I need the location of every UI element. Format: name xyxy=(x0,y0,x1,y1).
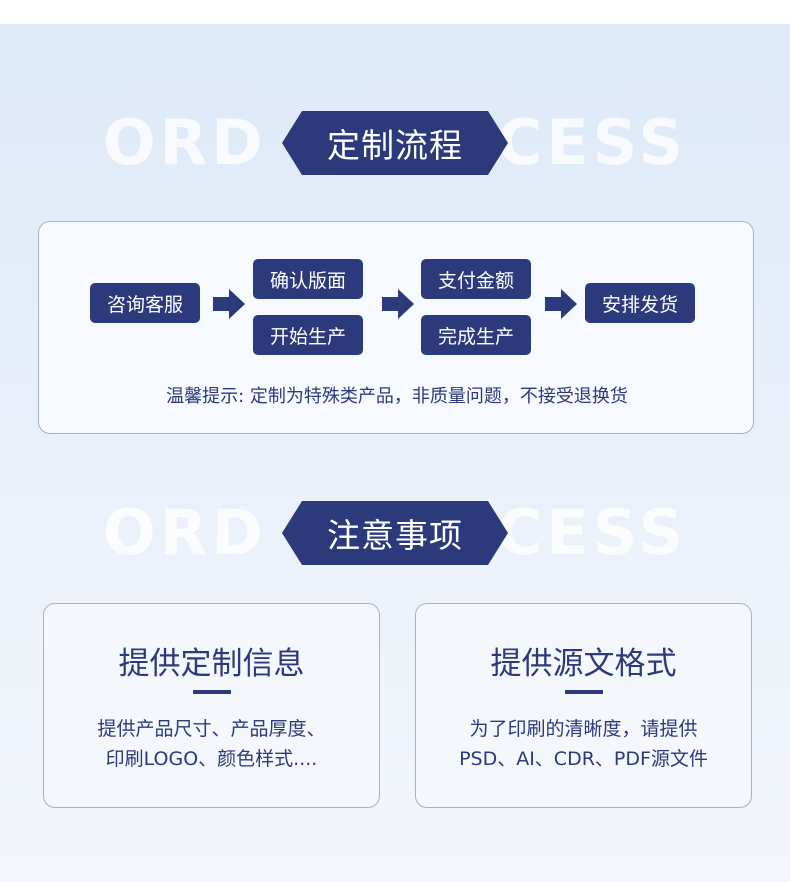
note-line: 印刷LOGO、颜色样式.... xyxy=(105,748,318,770)
notes-bg-word-right: CESS xyxy=(496,496,688,569)
note-line: 提供产品尺寸、产品厚度、 xyxy=(97,718,326,740)
right-arrow-icon xyxy=(382,289,414,319)
right-arrow-icon xyxy=(213,289,245,319)
step-ship: 安排发货 xyxy=(585,283,695,323)
right-arrow-icon xyxy=(545,289,577,319)
note-card-source-format: 提供源文格式 为了印刷的清晰度，请提供 PSD、AI、CDR、PDF源文件 xyxy=(415,603,752,808)
process-tip: 温馨提示: 定制为特殊类产品，非质量问题，不接受退换货 xyxy=(166,386,628,407)
step-finish-production: 完成生产 xyxy=(421,315,531,355)
step-confirm-layout: 确认版面 xyxy=(253,259,363,299)
note-line: 为了印刷的清晰度，请提供 xyxy=(469,718,698,740)
process-bg-word: ORD CESS xyxy=(0,108,790,178)
note-text: 为了印刷的清晰度，请提供 PSD、AI、CDR、PDF源文件 xyxy=(416,714,751,774)
note-title: 提供源文格式 xyxy=(490,646,677,682)
step-consult: 咨询客服 xyxy=(90,283,200,323)
step-start-production: 开始生产 xyxy=(253,315,363,355)
note-divider xyxy=(565,690,603,694)
note-divider xyxy=(193,690,231,694)
process-section-title: 定制流程 xyxy=(282,111,508,175)
step-pay: 支付金额 xyxy=(421,259,531,299)
notes-bg-word-left: ORD xyxy=(102,496,267,569)
process-card: 咨询客服 确认版面 开始生产 支付金额 完成生产 安排发货 温馨提示: 定制为特… xyxy=(38,221,754,434)
process-bg-word-left: ORD xyxy=(102,106,267,179)
notes-section-header: ORD CESS 注意事项 xyxy=(0,498,790,568)
process-section-header: ORD CESS 定制流程 xyxy=(0,108,790,178)
process-bg-word-right: CESS xyxy=(496,106,688,179)
note-card-custom-info: 提供定制信息 提供产品尺寸、产品厚度、 印刷LOGO、颜色样式.... xyxy=(43,603,380,808)
top-strip xyxy=(0,0,790,24)
note-text: 提供产品尺寸、产品厚度、 印刷LOGO、颜色样式.... xyxy=(44,714,379,774)
notes-section-title: 注意事项 xyxy=(282,501,508,565)
notes-bg-word: ORD CESS xyxy=(0,498,790,568)
note-title: 提供定制信息 xyxy=(118,646,305,682)
note-line: PSD、AI、CDR、PDF源文件 xyxy=(459,748,708,770)
